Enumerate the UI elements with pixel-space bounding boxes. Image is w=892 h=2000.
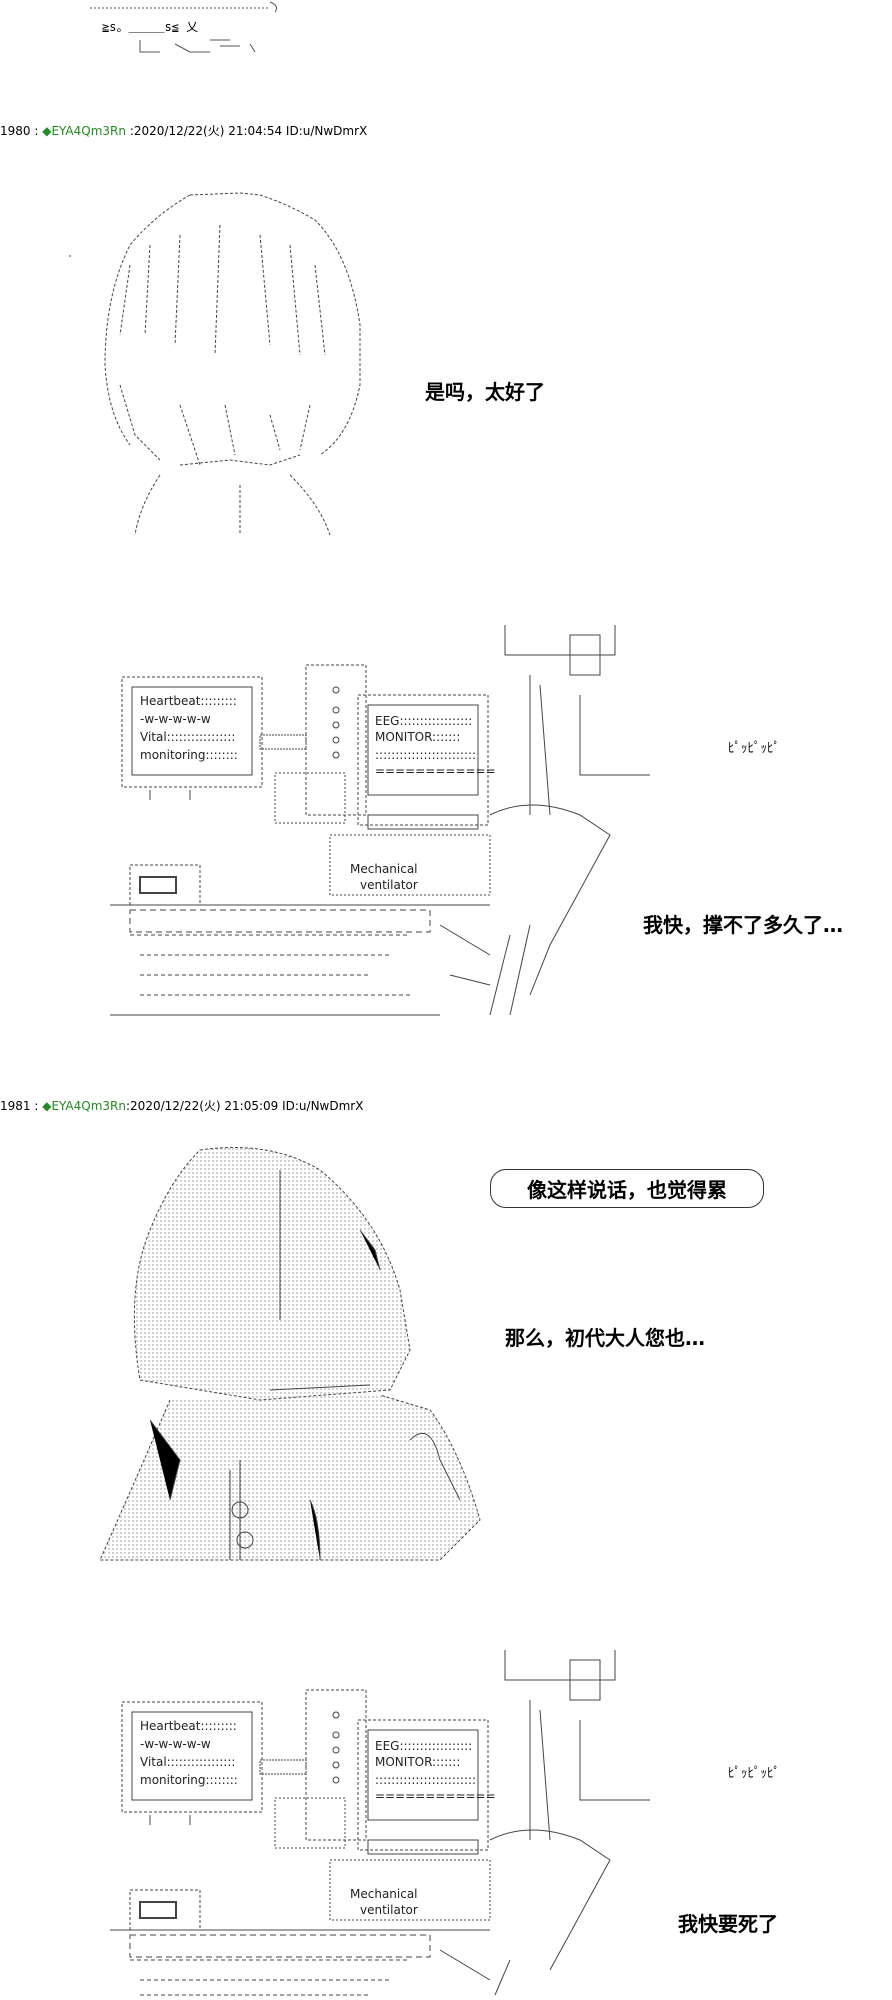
svg-text:MONITOR:::::::: MONITOR::::::: (375, 1755, 460, 1769)
svg-text:-w-w-w-w-w: -w-w-w-w-w (140, 712, 211, 726)
svg-text::::::::::::::::::::::::::: ::::::::::::::::::::::::: (375, 748, 476, 762)
dialogue-line: 是吗，太好了 (425, 380, 545, 404)
svg-text:ventilator: ventilator (360, 878, 418, 892)
trip-diamond-icon: ◆ (42, 124, 52, 138)
dialogue-line: 那么，初代大人您也… (505, 1326, 705, 1350)
svg-text:============: ============ (375, 764, 496, 778)
character-front-art (80, 1140, 520, 1580)
bubble-text: 像这样说话，也觉得累 (527, 1178, 727, 1202)
svg-text:monitoring::::::::: monitoring:::::::: (140, 1773, 238, 1787)
trip-diamond-icon: ◆ (42, 1099, 52, 1113)
previous-art-caption: ≧s。＿＿＿s≦ 乂 (102, 20, 199, 34)
previous-art-fragment (80, 0, 300, 60)
post-header-1981: 1981 : ◆EYA4Qm3Rn:2020/12/22(火) 21:05:09… (0, 1099, 364, 1113)
speech-bubble: 像这样说话，也觉得累 (490, 1169, 764, 1208)
dialogue-line: 我快，撑不了多久了… (643, 913, 843, 937)
beeping-sfx: ﾋﾟｯﾋﾟｯﾋﾟ (728, 741, 780, 756)
svg-text:Mechanical: Mechanical (350, 862, 418, 876)
heartbeat-label: Heartbeat::::::::: (140, 694, 237, 708)
post-header-1980: 1980 : ◆EYA4Qm3Rn :2020/12/22(火) 21:04:5… (0, 124, 368, 138)
character-back-art (60, 185, 380, 545)
hospital-monitor-scene-2: Heartbeat::::::::: -w-w-w-w-w Vital:::::… (110, 1650, 650, 2000)
svg-text:monitoring::::::::: monitoring:::::::: (140, 748, 238, 762)
hospital-monitor-scene: Heartbeat::::::::: -w-w-w-w-w Vital:::::… (110, 625, 650, 1025)
svg-text:-w-w-w-w-w: -w-w-w-w-w (140, 1737, 211, 1751)
svg-text:Heartbeat:::::::::: Heartbeat::::::::: (140, 1719, 237, 1733)
svg-text:Mechanical: Mechanical (350, 1887, 418, 1901)
trip-code[interactable]: EYA4Qm3Rn (51, 124, 126, 138)
svg-text::::::::::::::::::::::::::: ::::::::::::::::::::::::: (375, 1773, 476, 1787)
beeping-sfx: ﾋﾟｯﾋﾟｯﾋﾟ (728, 1766, 780, 1781)
svg-text:EEG::::::::::::::::::: EEG:::::::::::::::::: (375, 714, 472, 728)
post-number: 1980 (0, 124, 31, 138)
svg-text:EEG::::::::::::::::::: EEG:::::::::::::::::: (375, 1739, 472, 1753)
trip-code[interactable]: EYA4Qm3Rn (51, 1099, 126, 1113)
dialogue-line: 我快要死了 (678, 1912, 778, 1936)
svg-text:============: ============ (375, 1789, 496, 1803)
post-meta: :2020/12/22(火) 21:04:54 ID:u/NwDmrX (126, 124, 368, 138)
svg-text:ventilator: ventilator (360, 1903, 418, 1917)
svg-text:Vital:::::::::::::::::: Vital::::::::::::::::: (140, 730, 235, 744)
post-number: 1981 (0, 1099, 31, 1113)
post-meta: :2020/12/22(火) 21:05:09 ID:u/NwDmrX (126, 1099, 364, 1113)
svg-text:Vital:::::::::::::::::: Vital::::::::::::::::: (140, 1755, 235, 1769)
svg-text:MONITOR:::::::: MONITOR::::::: (375, 730, 460, 744)
